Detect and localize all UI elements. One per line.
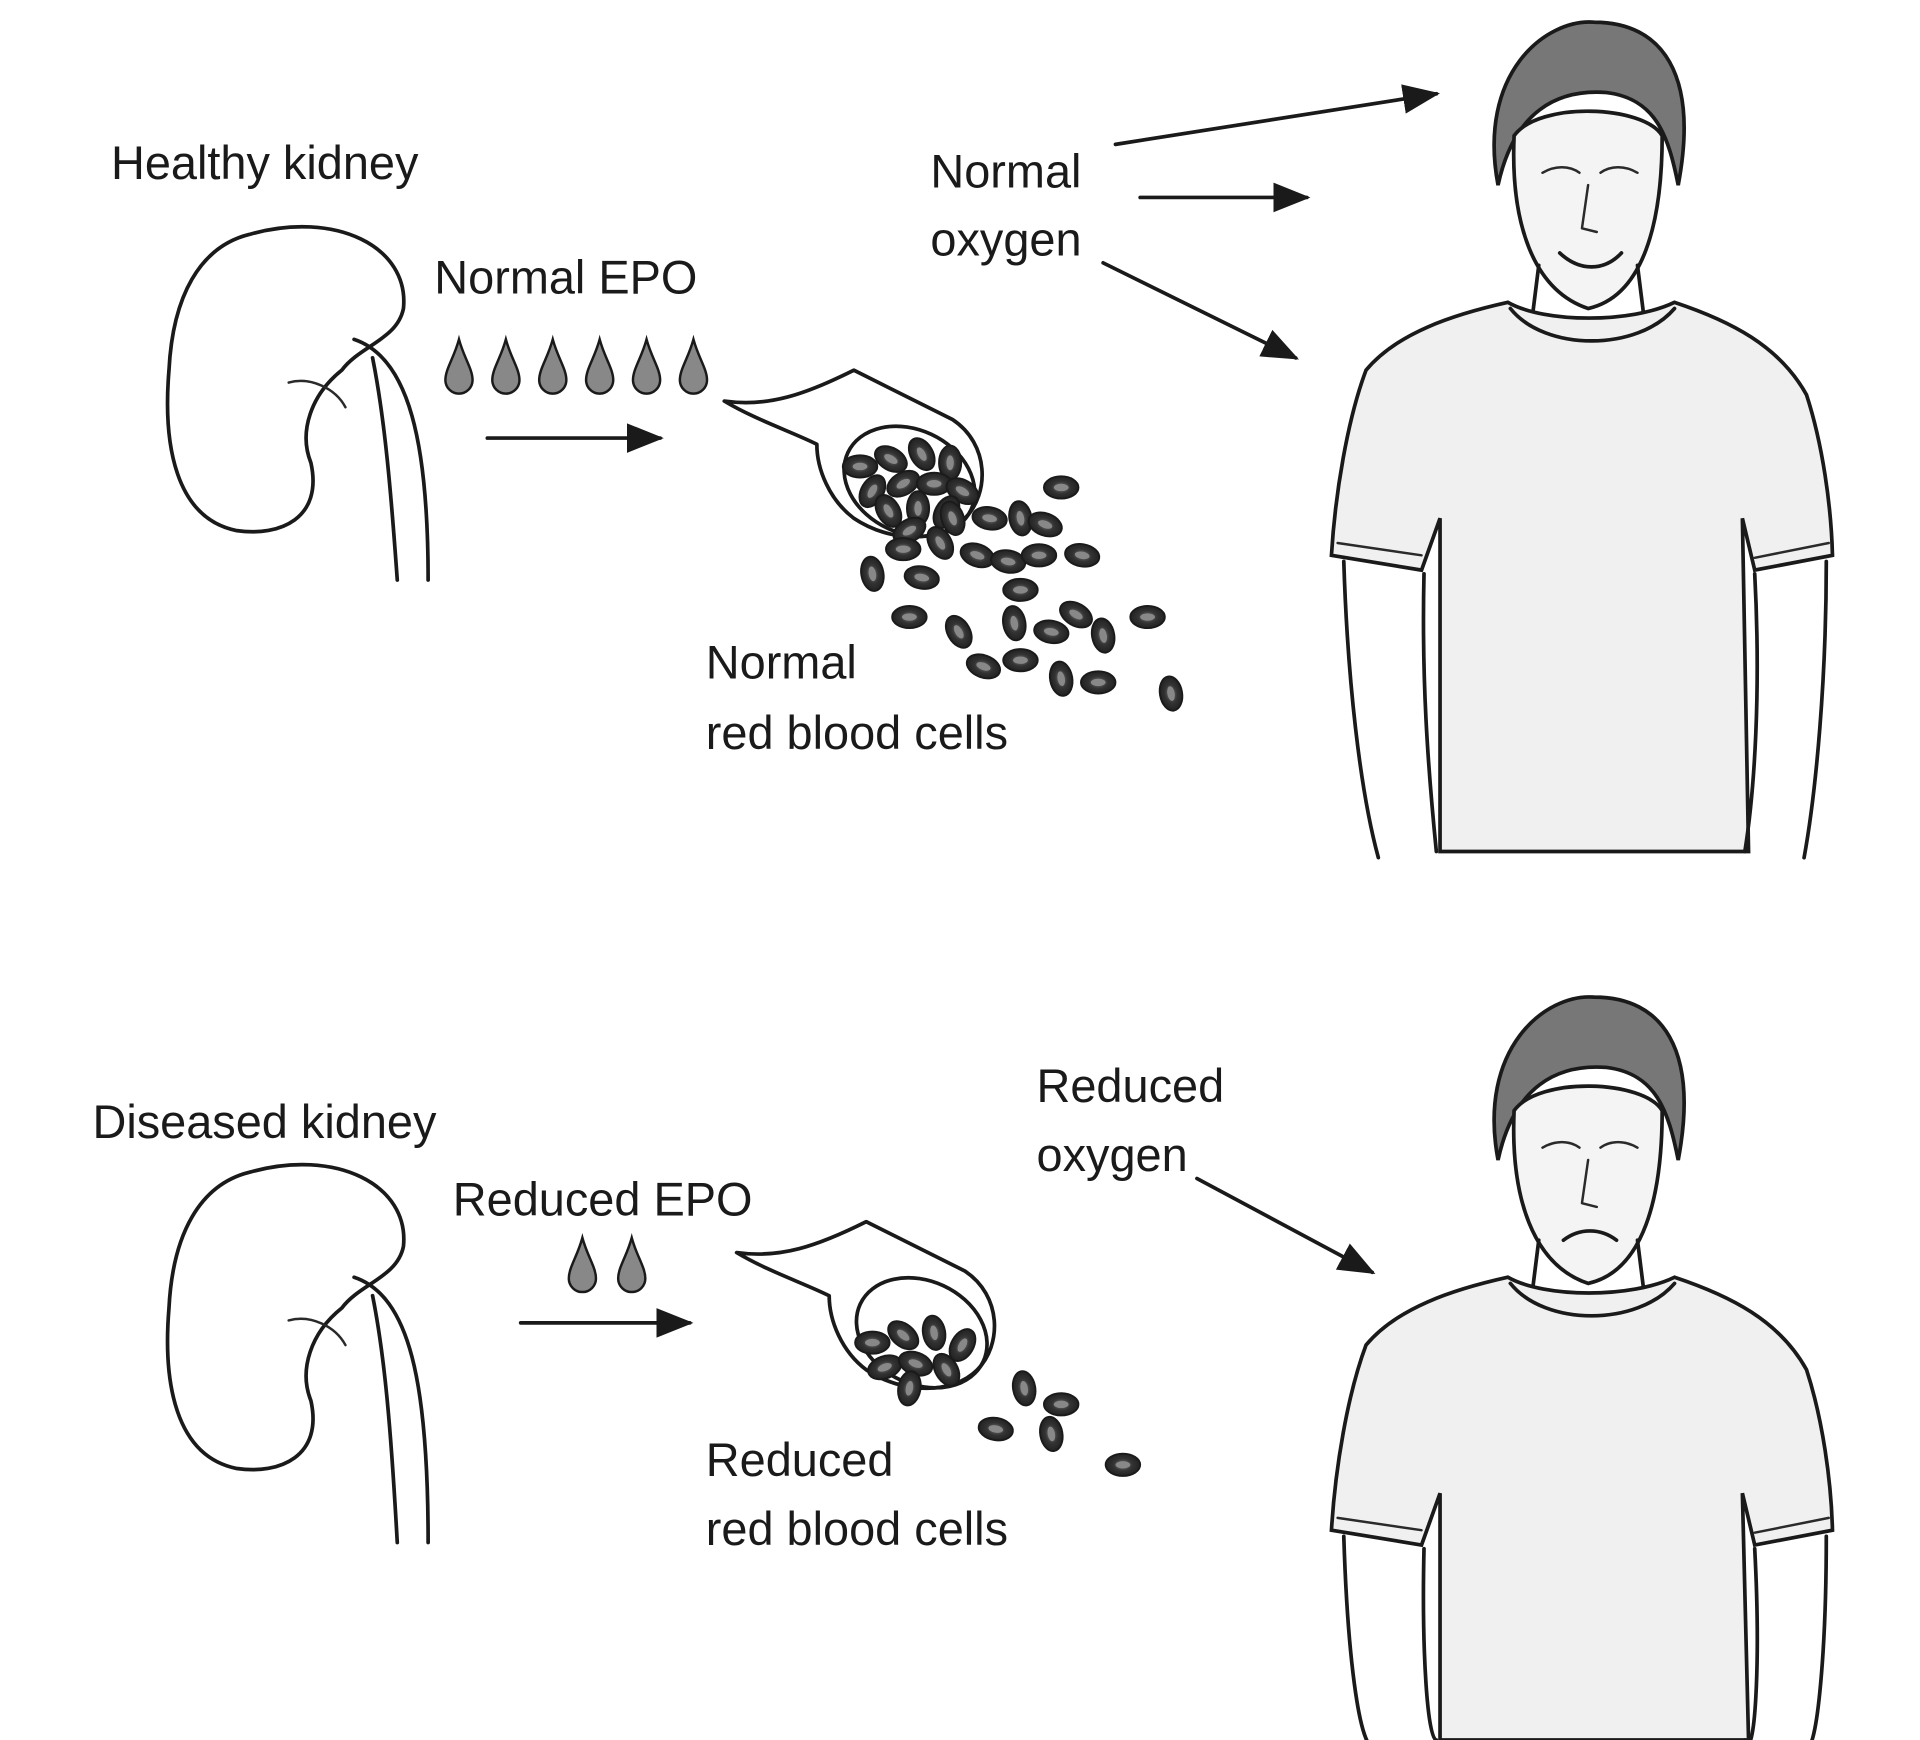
red-blood-cell xyxy=(1020,543,1058,568)
nose xyxy=(1580,1158,1598,1209)
t-shirt xyxy=(1329,1275,1835,1740)
bottom-panel: Diseased kidney Reduced EPO Reduced red … xyxy=(92,995,1835,1740)
t-shirt xyxy=(1329,300,1835,854)
red-blood-cells xyxy=(854,1314,1142,1477)
red-blood-cell xyxy=(1080,670,1117,695)
epo-drop xyxy=(491,334,521,395)
red-blood-cell xyxy=(886,469,921,498)
epo-drop xyxy=(631,334,662,395)
nose xyxy=(1580,183,1598,234)
red-blood-cell xyxy=(1002,605,1027,642)
normal-oxygen-label-line1: Normal xyxy=(930,146,1081,198)
red-blood-cell xyxy=(1011,1370,1037,1407)
red-blood-cell xyxy=(874,494,903,528)
red-blood-cell xyxy=(887,1320,920,1351)
red-blood-cell xyxy=(1008,500,1033,537)
red-blood-cell xyxy=(1064,543,1101,568)
red-blood-cell xyxy=(971,506,1008,531)
red-blood-cell xyxy=(944,614,973,649)
hair xyxy=(1492,995,1686,1161)
red-blood-cell xyxy=(965,653,1002,680)
red-blood-cell xyxy=(854,1330,891,1355)
red-blood-cells xyxy=(841,437,1184,712)
red-blood-cell xyxy=(990,549,1027,574)
collar xyxy=(1508,306,1677,343)
red-blood-cell xyxy=(841,454,879,479)
diseased-kidney-illustration xyxy=(165,1162,430,1545)
red-blood-cell xyxy=(1048,660,1074,697)
epo-drops xyxy=(567,1232,647,1294)
smile-mouth xyxy=(1557,251,1624,269)
red-blood-cell xyxy=(1104,1452,1142,1477)
epo-drop xyxy=(616,1232,647,1294)
eyes xyxy=(1541,1140,1639,1149)
epo-drop xyxy=(678,334,709,395)
normal-cells-label-line1: Normal xyxy=(706,637,857,689)
oxygen-arrow xyxy=(1113,84,1440,147)
red-blood-cell xyxy=(921,1314,947,1351)
eyes xyxy=(1541,165,1639,174)
red-blood-cell xyxy=(926,526,955,560)
reduced-oxygen-label-line1: Reduced xyxy=(1037,1060,1225,1112)
epo-drops xyxy=(444,334,709,395)
red-blood-cell xyxy=(1042,1392,1080,1417)
arms xyxy=(1341,1534,1829,1740)
red-blood-cell xyxy=(1090,617,1116,654)
reduced-epo-label: Reduced EPO xyxy=(453,1174,753,1226)
red-blood-cell xyxy=(977,1416,1014,1442)
red-blood-cell xyxy=(874,445,908,473)
red-blood-cell xyxy=(1158,675,1184,712)
red-blood-cell xyxy=(860,555,885,592)
frown-mouth xyxy=(1561,1229,1619,1243)
red-blood-cell xyxy=(1027,511,1063,538)
oxygen-arrow xyxy=(1195,1176,1376,1275)
bone-marrow-illustration xyxy=(734,1219,997,1391)
oxygen-arrow xyxy=(1101,261,1299,360)
epo-drop xyxy=(537,334,568,395)
normal-epo-label: Normal EPO xyxy=(434,252,697,304)
healthy-kidney-label: Healthy kidney xyxy=(111,137,419,189)
epo-drop xyxy=(444,334,474,395)
hair xyxy=(1492,20,1686,186)
tired-person-illustration xyxy=(1329,995,1835,1740)
top-panel: Healthy kidney Normal EPO Normal red blo… xyxy=(111,20,1835,860)
healthy-kidney-illustration xyxy=(165,224,430,582)
red-blood-cell xyxy=(1002,648,1039,673)
red-blood-cell xyxy=(932,1352,961,1387)
reduced-cells-label-line1: Reduced xyxy=(706,1434,894,1486)
red-blood-cell xyxy=(1002,577,1039,602)
red-blood-cell xyxy=(907,437,936,472)
face xyxy=(1511,109,1665,311)
epo-drop xyxy=(567,1232,598,1294)
normal-oxygen-label-line2: oxygen xyxy=(930,213,1081,265)
red-blood-cell xyxy=(1129,604,1166,630)
reduced-oxygen-label-line2: oxygen xyxy=(1037,1129,1188,1181)
red-blood-cell xyxy=(959,542,995,569)
red-blood-cell xyxy=(1042,475,1080,500)
red-blood-cell xyxy=(1033,619,1070,645)
arms xyxy=(1341,559,1829,860)
red-blood-cell xyxy=(1059,600,1093,629)
red-blood-cell xyxy=(885,537,922,562)
red-blood-cell xyxy=(891,604,928,630)
normal-cells-label-line2: red blood cells xyxy=(706,707,1008,759)
healthy-person-illustration xyxy=(1329,20,1835,860)
collar xyxy=(1508,1281,1677,1318)
epo-drop xyxy=(584,334,615,395)
reduced-cells-label-line2: red blood cells xyxy=(706,1503,1008,1555)
red-blood-cell xyxy=(1039,1415,1064,1453)
red-blood-cell xyxy=(897,1370,922,1407)
red-blood-cell xyxy=(903,565,940,590)
red-blood-cell xyxy=(939,500,966,536)
diseased-kidney-label: Diseased kidney xyxy=(92,1096,437,1148)
face xyxy=(1511,1084,1665,1286)
